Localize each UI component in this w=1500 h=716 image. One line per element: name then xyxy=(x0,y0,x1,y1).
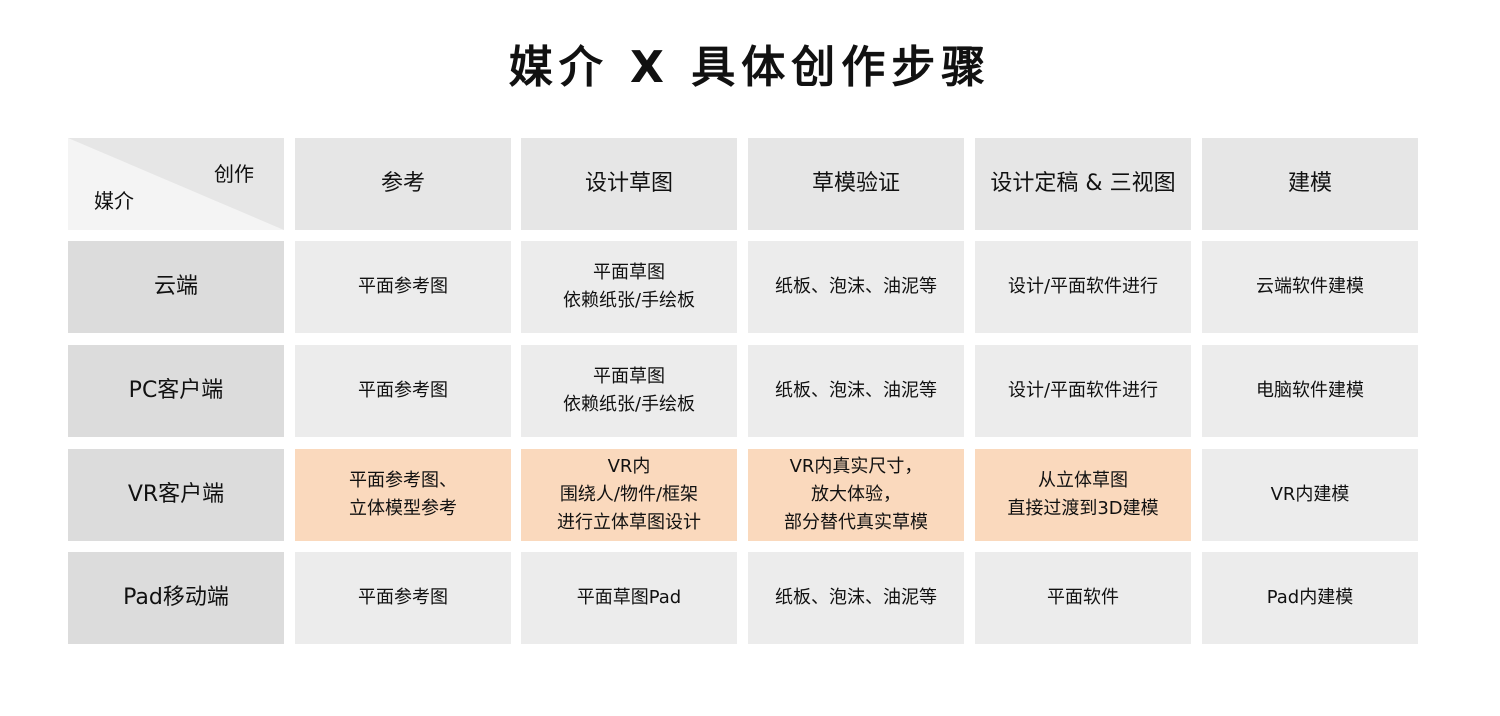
column-header-reference: 参考 xyxy=(295,138,511,230)
table-cell: 云端软件建模 xyxy=(1202,241,1418,333)
row-header-pad-mobile: Pad移动端 xyxy=(68,552,284,644)
column-header-design-sketch: 设计草图 xyxy=(521,138,737,230)
corner-label-medium: 媒介 xyxy=(94,189,134,213)
table-cell-highlighted: 从立体草图 直接过渡到3D建模 xyxy=(975,449,1191,541)
corner-label-creation: 创作 xyxy=(214,162,254,186)
row-header-vr-client: VR客户端 xyxy=(68,449,284,541)
row-header-cloud: 云端 xyxy=(68,241,284,333)
table-cell-highlighted: VR内真实尺寸， 放大体验， 部分替代真实草模 xyxy=(748,449,964,541)
table-cell: VR内建模 xyxy=(1202,449,1418,541)
table-cell: 纸板、泡沫、油泥等 xyxy=(748,552,964,644)
corner-diagonal-divider xyxy=(68,138,284,230)
table-cell-highlighted: VR内 围绕人/物件/框架 进行立体草图设计 xyxy=(521,449,737,541)
table-cell: 平面参考图 xyxy=(295,241,511,333)
table-cell: 平面软件 xyxy=(975,552,1191,644)
table-cell-highlighted: 平面参考图、 立体模型参考 xyxy=(295,449,511,541)
corner-header-cell: 创作 媒介 xyxy=(68,138,284,230)
column-header-modeling: 建模 xyxy=(1202,138,1418,230)
page-title: 媒介 X 具体创作步骤 xyxy=(508,42,992,93)
table-cell: 电脑软件建模 xyxy=(1202,345,1418,437)
table-cell: 设计/平面软件进行 xyxy=(975,241,1191,333)
column-header-mockup-validation: 草模验证 xyxy=(748,138,964,230)
table-cell: 平面草图 依赖纸张/手绘板 xyxy=(521,345,737,437)
table-cell: 平面草图 依赖纸张/手绘板 xyxy=(521,241,737,333)
table-cell: Pad内建模 xyxy=(1202,552,1418,644)
table-cell: 纸板、泡沫、油泥等 xyxy=(748,241,964,333)
table-cell: 平面参考图 xyxy=(295,345,511,437)
table-cell: 平面草图Pad xyxy=(521,552,737,644)
row-header-pc-client: PC客户端 xyxy=(68,345,284,437)
column-header-final-design: 设计定稿 & 三视图 xyxy=(975,138,1191,230)
table-cell: 平面参考图 xyxy=(295,552,511,644)
table-cell: 纸板、泡沫、油泥等 xyxy=(748,345,964,437)
table-cell: 设计/平面软件进行 xyxy=(975,345,1191,437)
